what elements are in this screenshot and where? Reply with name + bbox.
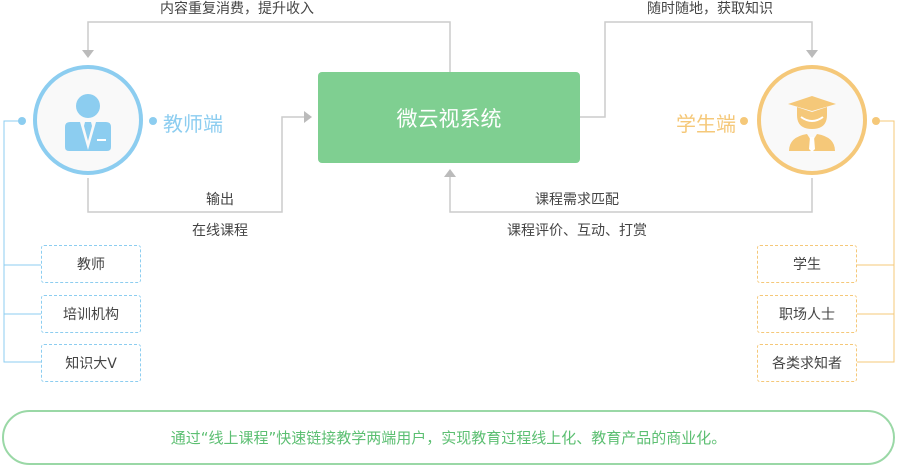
student-circle: [757, 65, 867, 175]
arrow-icon: [82, 50, 94, 58]
summary-banner: 通过“线上课程”快速链接教学两端用户，实现教育过程线上化、教育产品的商业化。: [2, 410, 895, 465]
student-item: 职场人士: [757, 295, 857, 333]
teacher-icon: [65, 94, 111, 151]
arrow-icon: [806, 50, 818, 58]
arrow-icon: [444, 169, 456, 177]
flow-label: 内容重复消费，提升收入: [160, 1, 314, 17]
student-item: 各类求知者: [757, 344, 857, 382]
teacher-circle: [33, 65, 143, 175]
student-item: 学生: [757, 245, 857, 283]
flow-label: 课程评价、互动、打赏: [507, 223, 647, 239]
teacher-item: 知识大V: [41, 344, 141, 382]
flow-label: 随时随地，获取知识: [647, 1, 773, 17]
teacher-item: 教师: [41, 245, 141, 283]
central-system-box: 微云视系统: [318, 72, 580, 163]
teacher-item: 培训机构: [41, 295, 141, 333]
arrow-icon: [304, 111, 312, 123]
flow-label: 课程需求匹配: [535, 192, 619, 208]
flow-label: 输出: [206, 192, 234, 208]
flow-label: 在线课程: [192, 223, 248, 239]
student-label: 学生端: [676, 112, 736, 136]
teacher-label: 教师端: [163, 112, 223, 136]
student-icon: [788, 96, 836, 152]
